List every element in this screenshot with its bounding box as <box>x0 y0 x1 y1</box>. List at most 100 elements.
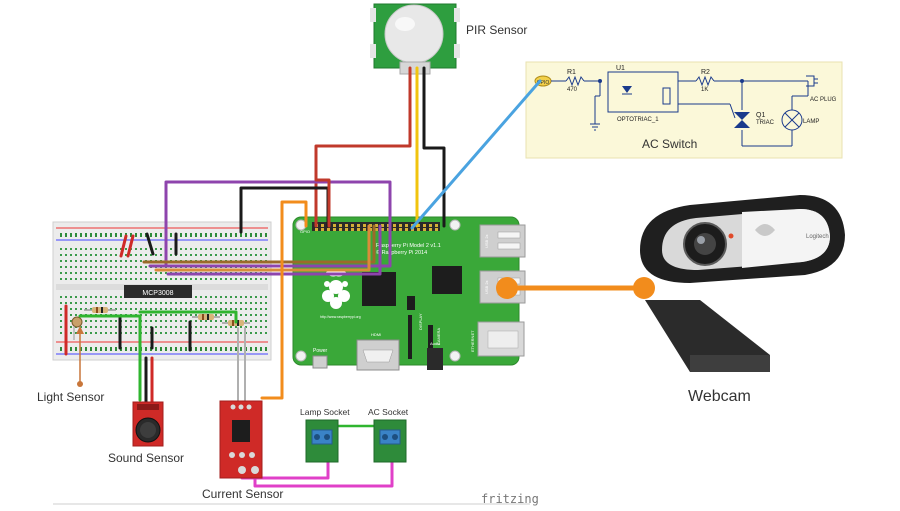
breadboard-hole <box>265 254 267 256</box>
breadboard-hole <box>225 349 227 351</box>
breadboard-hole <box>245 254 247 256</box>
breadboard-hole <box>80 260 82 262</box>
breadboard-hole <box>225 332 227 334</box>
breadboard-hole <box>120 260 122 262</box>
breadboard-hole <box>220 314 222 316</box>
breadboard-hole <box>130 278 132 280</box>
r2-label: R2 <box>701 69 710 76</box>
breadboard-hole <box>220 347 222 349</box>
usb-port-1 <box>479 224 526 258</box>
breadboard-hole <box>155 320 157 322</box>
breadboard-hole <box>255 314 257 316</box>
breadboard-hole <box>85 349 87 351</box>
breadboard-hole <box>90 308 92 310</box>
breadboard-hole <box>260 326 262 328</box>
breadboard-hole <box>265 233 267 235</box>
breadboard-hole <box>215 302 217 304</box>
power-label: Power <box>313 348 328 354</box>
breadboard-hole <box>130 332 132 334</box>
breadboard-hole <box>240 349 242 351</box>
rpi-model-line1: Raspberry Pi Model 2 v1.1 <box>376 243 441 249</box>
breadboard-hole <box>85 296 87 298</box>
breadboard-hole <box>170 320 172 322</box>
breadboard-hole <box>235 296 237 298</box>
breadboard-hole <box>140 278 142 280</box>
breadboard-hole <box>65 278 67 280</box>
breadboard-hole <box>95 278 97 280</box>
breadboard-hole <box>180 332 182 334</box>
breadboard-hole <box>105 260 107 262</box>
breadboard-hole <box>125 302 127 304</box>
display-label: DISPLAY <box>418 313 423 330</box>
breadboard-hole <box>120 272 122 274</box>
breadboard-hole <box>250 320 252 322</box>
breadboard-hole <box>125 332 127 334</box>
breadboard-hole <box>155 314 157 316</box>
usb2-label: USB 2x <box>484 280 489 294</box>
breadboard-hole <box>200 296 202 298</box>
breadboard-hole <box>225 235 227 237</box>
breadboard-hole <box>75 254 77 256</box>
breadboard-hole <box>180 254 182 256</box>
breadboard-hole <box>190 248 192 250</box>
soc-chip <box>362 272 396 306</box>
breadboard-hole <box>65 235 67 237</box>
breadboard-hole <box>115 320 117 322</box>
gpio-pin <box>363 228 366 231</box>
breadboard-hole <box>215 332 217 334</box>
lamp-socket-label: Lamp Socket <box>300 407 350 417</box>
breadboard-hole <box>240 314 242 316</box>
breadboard-hole <box>75 248 77 250</box>
breadboard-hole <box>80 349 82 351</box>
breadboard-hole <box>100 233 102 235</box>
webcam-label: Webcam <box>688 388 751 405</box>
breadboard-hole <box>75 349 77 351</box>
resistor-2 <box>192 314 220 320</box>
breadboard-hole <box>210 320 212 322</box>
breadboard-hole <box>155 248 157 250</box>
breadboard-hole <box>205 302 207 304</box>
breadboard-hole <box>180 308 182 310</box>
breadboard-hole <box>105 266 107 268</box>
breadboard-hole <box>260 332 262 334</box>
breadboard-hole <box>120 235 122 237</box>
breadboard-hole <box>160 278 162 280</box>
breadboard-hole <box>110 272 112 274</box>
breadboard-hole <box>115 278 117 280</box>
breadboard-hole <box>85 266 87 268</box>
breadboard-hole <box>70 332 72 334</box>
breadboard-hole <box>150 278 152 280</box>
breadboard-hole <box>195 233 197 235</box>
breadboard-hole <box>105 272 107 274</box>
breadboard-hole <box>70 260 72 262</box>
breadboard-hole <box>170 326 172 328</box>
breadboard-hole <box>90 296 92 298</box>
lamp-label: LAMP <box>803 119 819 125</box>
breadboard-hole <box>250 254 252 256</box>
breadboard-hole <box>250 278 252 280</box>
breadboard-hole <box>225 314 227 316</box>
breadboard-hole <box>85 302 87 304</box>
breadboard-hole <box>255 332 257 334</box>
breadboard-hole <box>180 326 182 328</box>
breadboard-hole <box>115 235 117 237</box>
breadboard-hole <box>180 302 182 304</box>
breadboard-hole <box>200 278 202 280</box>
gpio-pin <box>423 228 426 231</box>
breadboard-hole <box>140 302 142 304</box>
breadboard-hole <box>60 248 62 250</box>
breadboard-hole <box>110 248 112 250</box>
breadboard-hole <box>130 260 132 262</box>
breadboard-hole <box>170 314 172 316</box>
breadboard-hole <box>85 278 87 280</box>
breadboard-hole <box>70 235 72 237</box>
breadboard-hole <box>110 266 112 268</box>
breadboard-hole <box>230 308 232 310</box>
fritzing-watermark: fritzing <box>481 492 539 506</box>
breadboard-hole <box>155 326 157 328</box>
breadboard-hole <box>90 266 92 268</box>
breadboard-hole <box>145 254 147 256</box>
breadboard-hole <box>190 278 192 280</box>
breadboard-hole <box>90 326 92 328</box>
breadboard-hole <box>210 254 212 256</box>
